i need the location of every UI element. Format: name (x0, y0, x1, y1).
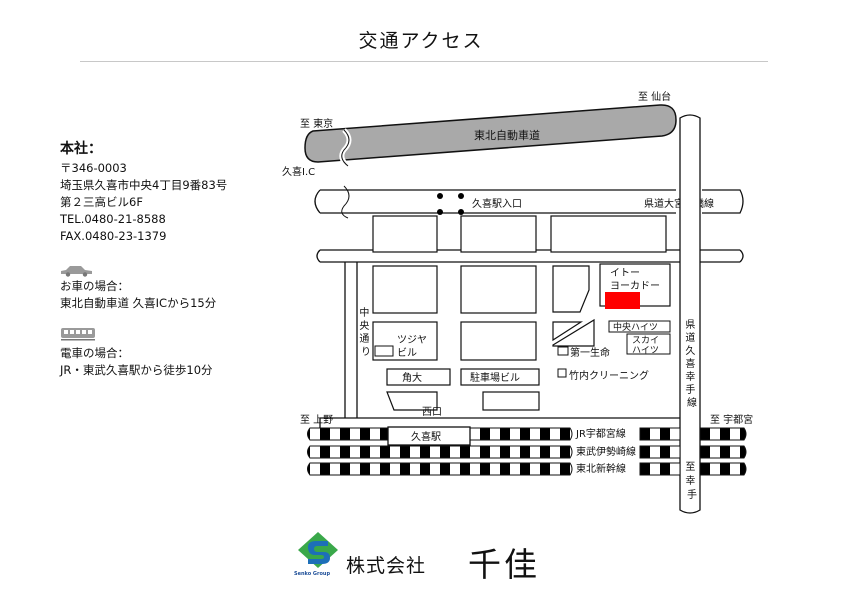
to-sendai-label: 至 仙台 (638, 90, 671, 103)
daiichi-seimei-label: 第一生命 (570, 346, 610, 359)
to-satte-label: 至 幸 手 (685, 461, 698, 501)
parking-building-label: 駐車場ビル (470, 371, 520, 384)
sky-heights-label-2: ハイツ (632, 346, 659, 356)
jr-utsunomiya-rail (639, 427, 681, 441)
city-block (550, 215, 667, 253)
traffic-signal (458, 209, 464, 215)
tobu-isesaki-rail (307, 445, 573, 459)
city-block (460, 215, 537, 253)
tsujiya-label-2: ビル (397, 347, 417, 359)
title-divider (80, 61, 768, 62)
parking-building (460, 368, 540, 386)
telephone: TEL.0480-21-8588 (60, 212, 166, 226)
city-blocks (372, 215, 667, 411)
fax: FAX.0480-23-1379 (60, 229, 167, 243)
city-block (386, 391, 438, 411)
sky-heights-label-1: スカイ (632, 335, 659, 346)
ito-yokado-label-1: イトー (610, 268, 640, 279)
tobu-isesaki-rail (699, 445, 747, 459)
tohoku-shinkansen-label: 東北新幹線 (576, 462, 626, 475)
tsujiya-label-1: ツジヤ (397, 335, 427, 346)
car-directions: 東北自動車道 久喜ICから15分 (60, 296, 217, 310)
tohoku-expressway (304, 104, 677, 168)
train-directions: JR・東武久喜駅から徒歩10分 (60, 363, 213, 377)
car-heading: お車の場合： (60, 279, 129, 293)
traffic-signal (458, 193, 464, 199)
company-name: 株式会社 (346, 555, 427, 577)
page-title: 交通アクセス (358, 30, 484, 52)
car-access: お車の場合： 東北自動車道 久喜ICから15分 (60, 278, 216, 312)
railways (307, 427, 747, 476)
prefectural-road-kuki-satte (679, 114, 701, 514)
kuki-station (387, 426, 471, 446)
highway-label: 東北自動車道 (474, 128, 540, 142)
city-block (372, 265, 438, 314)
takeuchi-cleaning-building (557, 368, 567, 378)
train-icon (61, 328, 95, 341)
traffic-signal (437, 193, 443, 199)
tobu-isesaki-label: 東武伊勢崎線 (576, 445, 636, 458)
jr-utsunomiya-label: JR宇都宮線 (575, 427, 626, 440)
tobu-isesaki-rail (639, 445, 681, 459)
company-info: 本社： 〒346-0003 埼玉県久喜市中央4丁目9番83号 第２三高ビル6F … (60, 141, 227, 245)
car-icon (61, 266, 92, 277)
west-exit-label: 西口 (422, 407, 442, 418)
city-block (482, 391, 540, 411)
tohoku-shinkansen-rail (639, 462, 681, 476)
city-block (372, 215, 438, 253)
city-block (460, 321, 537, 361)
senko-logo-icon (298, 532, 338, 568)
kakudai-building (386, 368, 451, 386)
city-block (552, 265, 590, 313)
to-utsunomiya-label: 至 宇都宮 (710, 413, 753, 426)
train-heading: 電車の場合： (60, 346, 129, 360)
company-brand: 千佳 (468, 545, 540, 584)
kakudai-label: 角大 (402, 371, 422, 384)
sky-heights-building (626, 333, 671, 355)
kuki-station-entrance-label: 久喜駅入口 (472, 197, 522, 210)
station-front-road (319, 417, 680, 428)
city-block (552, 321, 584, 342)
tohoku-shinkansen-rail (699, 462, 747, 476)
kuki-ic-label: 久喜I.C (282, 165, 315, 178)
traffic-signal (437, 209, 443, 215)
road-chuo-dori (344, 262, 358, 418)
tsujiya-building (374, 345, 394, 357)
chuo-dori-label: 中 央 通 り (359, 306, 372, 358)
kuki-station-label: 久喜駅 (411, 430, 441, 443)
daiichi-seimei-building (557, 346, 569, 356)
chuo-heights-building (608, 320, 671, 333)
company-heading: 本社： (60, 141, 102, 157)
company-location-marker (605, 292, 640, 309)
city-block (460, 265, 537, 314)
takeuchi-cleaning-label: 竹内クリーニング (569, 369, 649, 382)
road-kuki-satte-label: 県 道 久 喜 幸 手 線 (685, 319, 698, 409)
to-ueno-label: 至 上野 (300, 414, 333, 426)
address-line-1: 埼玉県久喜市中央4丁目9番83号 (60, 178, 228, 192)
postal-code: 〒346-0003 (60, 161, 127, 175)
tohoku-shinkansen-rail (307, 462, 573, 476)
group-label: Senko Group (294, 571, 331, 577)
train-access: 電車の場合： JR・東武久喜駅から徒歩10分 (60, 345, 213, 379)
to-tokyo-label: 至 東京 (300, 117, 333, 130)
city-block (552, 318, 595, 347)
chuo-heights-label: 中央ハイツ (613, 321, 658, 333)
ito-yokado-label-2: ヨーカドー (610, 280, 660, 292)
jr-utsunomiya-rail (699, 427, 747, 441)
address-line-2: 第２三高ビル6F (60, 195, 143, 209)
prefectural-road-omiya-kurihashi (314, 185, 744, 219)
prefectural-road-kurihashi-label: 県道大宮栗橋線 (644, 197, 714, 210)
